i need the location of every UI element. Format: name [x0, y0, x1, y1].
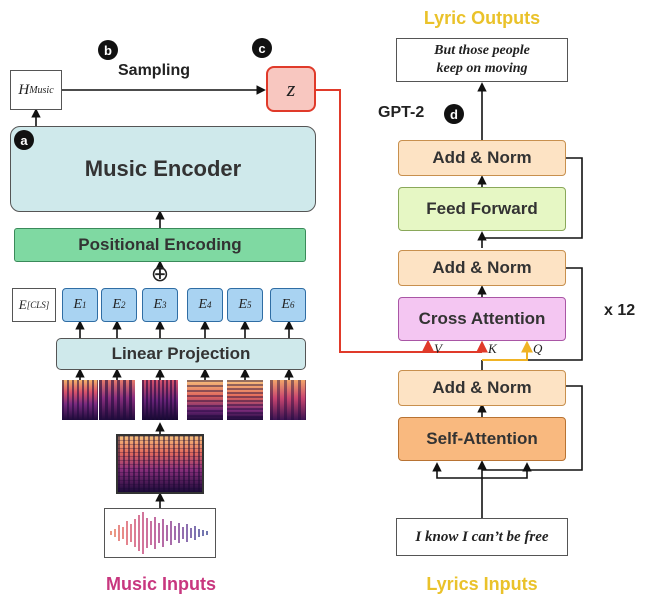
cross-attention-box: Cross Attention: [398, 297, 566, 341]
z-label: z: [286, 76, 296, 101]
v-label: V: [434, 341, 442, 356]
repeat-count: x 12: [604, 302, 636, 319]
badge-c: c: [252, 38, 272, 58]
embedding-subscript: 1: [82, 300, 87, 310]
lyric-outputs-title: Lyric Outputs: [423, 8, 541, 28]
embedding-symbol: E: [112, 297, 122, 312]
embedding-symbol: E: [153, 297, 163, 312]
k-label: K: [488, 341, 497, 356]
embedding-subscript: 3: [162, 300, 167, 310]
positional-encoding-label: Positional Encoding: [78, 235, 242, 254]
spectrogram-tile: [270, 380, 306, 420]
embedding-symbol: E: [238, 297, 248, 312]
cross-attention-label: Cross Attention: [418, 309, 546, 328]
output-text-line2: keep on moving: [436, 61, 528, 76]
embedding-subscript: 2: [121, 300, 126, 310]
linear-projection-box: Linear Projection: [56, 338, 306, 370]
add-norm-bottom-box: Add & Norm: [398, 370, 566, 406]
music-encoder-label: Music Encoder: [84, 156, 242, 181]
self-attention-label: Self-Attention: [426, 429, 538, 448]
add-norm-bottom-label: Add & Norm: [432, 378, 532, 397]
add-norm-top-box: Add & Norm: [398, 140, 566, 176]
feed-forward-label: Feed Forward: [426, 199, 538, 218]
spectrogram-tile: [227, 380, 263, 420]
full-spectrogram: [116, 434, 204, 494]
feed-forward-box: Feed Forward: [398, 187, 566, 231]
output-text-box: But those people keep on moving: [396, 38, 568, 82]
q-label: Q: [533, 341, 543, 356]
plus-label: ⊕: [150, 261, 170, 286]
self-attention-box: Self-Attention: [398, 417, 566, 461]
e-cls-subscript: [CLS]: [26, 300, 50, 310]
sampling-label: Sampling: [118, 62, 191, 79]
add-norm-top-label: Add & Norm: [432, 148, 532, 167]
linear-projection-label: Linear Projection: [111, 344, 251, 363]
music-encoder-box: Music Encoder: [10, 126, 316, 212]
gpt2-label: GPT-2: [378, 104, 425, 121]
waveform-graphic: [110, 512, 208, 554]
embedding-subscript: 4: [207, 300, 212, 310]
input-text-label: I know I can’t be free: [415, 528, 549, 545]
add-norm-mid-box: Add & Norm: [398, 250, 566, 286]
input-text-box: I know I can’t be free: [396, 518, 568, 556]
add-norm-mid-label: Add & Norm: [432, 258, 532, 277]
embedding-symbol: E: [281, 297, 291, 312]
music-inputs-title: Music Inputs: [105, 574, 216, 594]
embedding-subscript: 5: [247, 300, 252, 310]
e-cls-symbol: E: [18, 297, 27, 312]
h-music-symbol: H: [18, 81, 30, 98]
badge-a: a: [14, 130, 34, 150]
badge-b: b: [98, 40, 118, 60]
embedding-symbol: E: [73, 297, 83, 312]
embedding-subscript: 6: [290, 300, 295, 310]
spectrogram-tile: [142, 380, 178, 420]
embedding-symbol: E: [198, 297, 208, 312]
positional-encoding-box: Positional Encoding: [14, 228, 306, 262]
e-cls-box: E[CLS]: [12, 288, 56, 322]
spectrogram-tile: [99, 380, 135, 420]
spectrogram-tile: [62, 380, 98, 420]
spectrogram-tile: [187, 380, 223, 420]
plus-symbol: ⊕: [148, 261, 172, 286]
output-text-line1: But those people: [434, 43, 530, 58]
audio-waveform: [104, 508, 216, 558]
badge-d: d: [444, 104, 464, 124]
h-music-subscript: Music: [29, 84, 54, 96]
z-latent-box: z: [266, 66, 316, 112]
lyrics-inputs-title: Lyrics Inputs: [426, 574, 538, 594]
